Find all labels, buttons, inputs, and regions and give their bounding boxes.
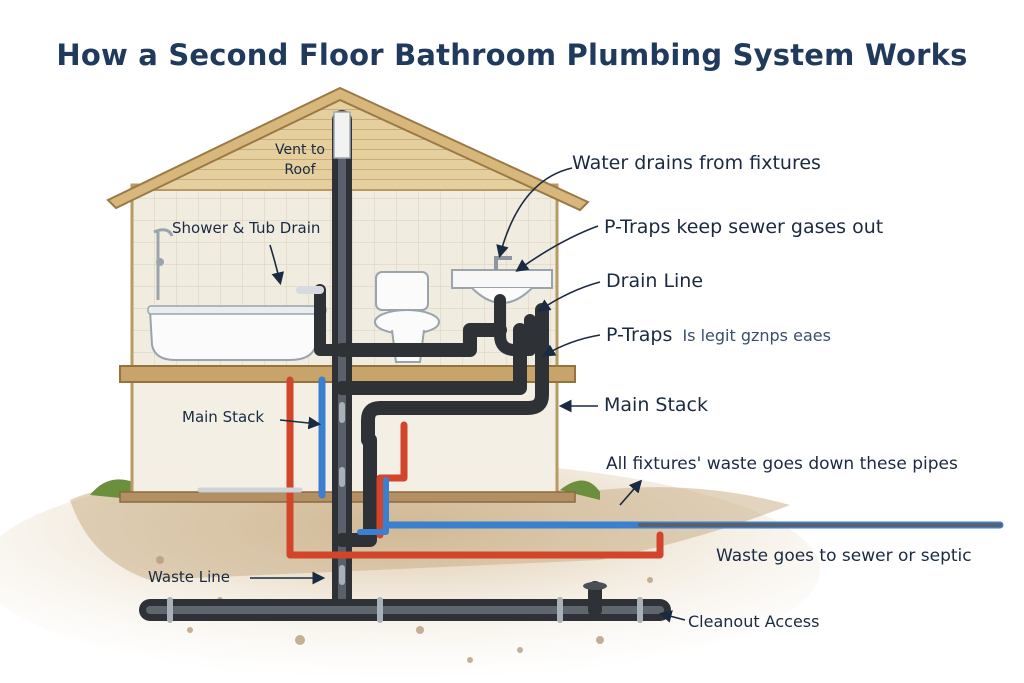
arrow-all-fixtures — [619, 479, 643, 506]
arrow-ptraps-gases — [515, 225, 599, 272]
lower-stack-offset — [335, 433, 377, 547]
page-title: How a Second Floor Bathroom Plumbing Sys… — [56, 38, 968, 72]
arrow-shower-tub — [269, 244, 285, 286]
label-ptraps-garbled: Is legit gznps eaes — [682, 326, 831, 345]
arrow-ptraps-short — [542, 334, 601, 357]
upper-drain-line — [335, 323, 507, 357]
arrow-main-stack-left — [279, 416, 322, 430]
label-vent-to-roof: Vent to Roof — [270, 140, 330, 180]
supply-pipes — [197, 376, 1004, 559]
label-water-drains: Water drains from fixtures — [572, 152, 821, 174]
tub-drain — [314, 284, 348, 356]
roof — [106, 86, 590, 212]
label-waste-sewer: Waste goes to sewer or septic — [716, 546, 972, 566]
label-ptraps-gases: P-Traps keep sewer gases out — [604, 216, 884, 238]
bathtub-icon — [147, 228, 327, 361]
label-ptraps-short-text: P-Traps — [606, 324, 673, 346]
hot-supply — [286, 376, 664, 559]
label-all-fixtures: All fixtures' waste goes down these pipe… — [606, 454, 958, 474]
hot-supply-branch — [376, 421, 408, 539]
arrow-drain-line — [537, 281, 601, 312]
label-drain-line: Drain Line — [606, 270, 704, 292]
label-vent-line1: Vent to — [275, 142, 325, 158]
label-cleanout-access: Cleanout Access — [688, 612, 820, 631]
sink-icon — [451, 256, 553, 304]
label-main-stack-left: Main Stack — [182, 408, 265, 426]
label-shower-tub-drain: Shower & Tub Drain — [172, 219, 321, 237]
shower-head-icon — [153, 228, 174, 300]
arrow-water-drains — [496, 167, 573, 259]
arrow-cleanout — [658, 610, 686, 623]
fixture-drain-lower — [335, 323, 527, 395]
main-stack-right — [361, 303, 549, 447]
callout-arrows — [250, 167, 686, 623]
label-ptraps-short: P-Traps Is legit gznps eaes — [606, 324, 831, 346]
label-waste-line: Waste Line — [148, 568, 231, 586]
vent-cap — [333, 111, 351, 159]
label-vent-line2: Roof — [284, 162, 316, 178]
drain-pipes — [139, 110, 671, 623]
label-main-stack-right: Main Stack — [604, 394, 708, 416]
